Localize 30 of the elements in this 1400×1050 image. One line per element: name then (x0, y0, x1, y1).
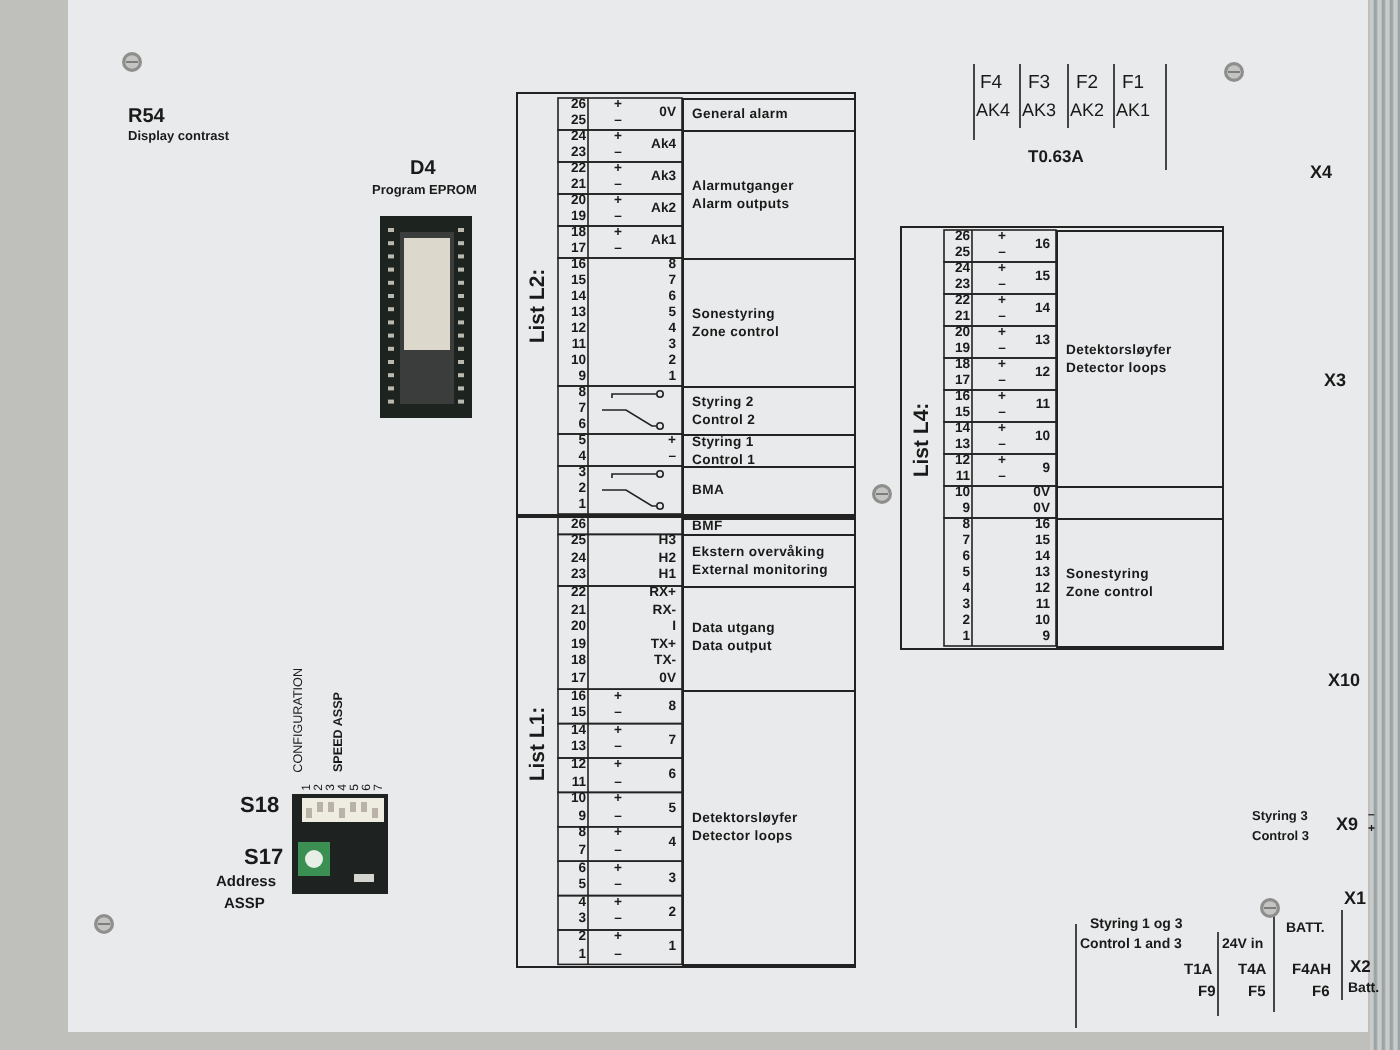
terminal-description-box (682, 517, 856, 537)
fuse-label: F2 (1076, 74, 1099, 93)
terminal-list-panel (900, 226, 1224, 650)
fuse-rating: T0.63A (1028, 148, 1084, 165)
component-designator: D4 (410, 160, 436, 180)
terminal-description-box (682, 689, 856, 967)
connector-designator: X10 (1328, 672, 1361, 690)
terminal-list-panel (516, 516, 856, 968)
fuse-label: AK2 (1070, 102, 1105, 120)
terminal-description-box (1056, 518, 1224, 648)
fuse-label: F1 (1122, 74, 1145, 93)
component-designator: S18 (240, 796, 280, 818)
component-designator: S17 (244, 848, 284, 870)
fuse-label: AK4 (976, 102, 1011, 120)
connector-designator: X2 (1350, 958, 1371, 975)
list-title: List L2: (527, 268, 548, 344)
fuse-label: F3 (1028, 74, 1051, 93)
component-designator: R54 (128, 108, 165, 128)
terminal-description-box (682, 98, 856, 132)
fuse-label: AK3 (1022, 102, 1057, 120)
list-title: List L1: (527, 706, 548, 782)
terminal-description-box (1056, 230, 1224, 488)
connector-designator: X4 (1310, 164, 1333, 182)
fuse-label: AK1 (1116, 102, 1151, 120)
fuse-label: F4 (980, 74, 1003, 93)
list-title: List L4: (912, 402, 933, 478)
connector-designator: X9 (1336, 816, 1359, 834)
terminal-list-panel (516, 92, 856, 516)
connector-designator: X3 (1324, 372, 1347, 390)
connector-designator: X1 (1344, 890, 1367, 908)
